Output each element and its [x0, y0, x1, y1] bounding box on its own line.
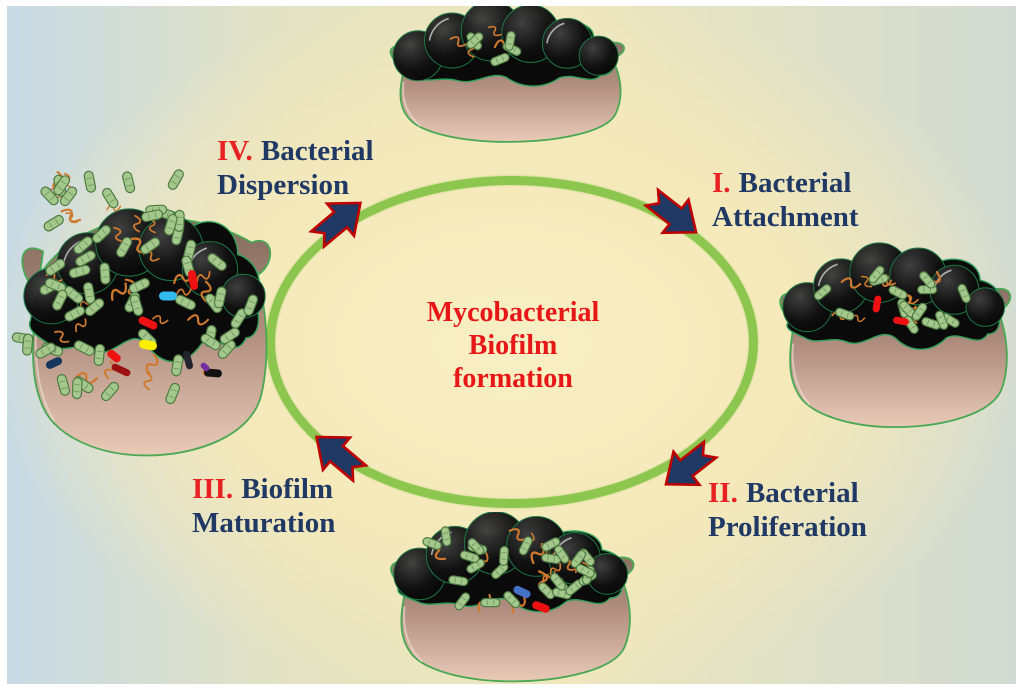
stage-label-line1: III.Biofilm	[192, 472, 335, 506]
stage-label-line1: IV.Bacterial	[217, 134, 374, 168]
figure-canvas: Mycobacterial Biofilm formation I.Bacter…	[7, 6, 1016, 684]
biofilm-illustration-dispersion	[7, 162, 285, 465]
stage-numeral: IV.	[217, 135, 253, 167]
stage-label-maturation: III.Biofilm Maturation	[192, 472, 335, 540]
cycle-arrow-icon-stage4	[297, 179, 381, 263]
cycle-arrow-icon-stage2	[646, 425, 730, 509]
stage-label-line2: Maturation	[192, 507, 336, 539]
stage-label-attachment: I.Bacterial Attachment	[712, 166, 859, 234]
biofilm-illustration-maturation	[376, 511, 648, 684]
cycle-arrow-icon-stage1	[632, 173, 716, 257]
title-line-3: formation	[453, 363, 573, 394]
stage-label-line2: Dispersion	[217, 169, 350, 201]
cycle-ring	[266, 176, 758, 508]
stage-word: Bacterial	[738, 167, 852, 199]
stage-word: Bacterial	[260, 135, 374, 167]
title-line-2: Biofilm	[468, 330, 558, 361]
stage-numeral: III.	[192, 473, 234, 505]
stage-label-dispersion: IV.Bacterial Dispersion	[217, 134, 374, 202]
biofilm-illustration-attachment	[376, 6, 638, 149]
stage-label-line1: I.Bacterial	[712, 166, 859, 200]
stage-numeral: I.	[712, 167, 731, 199]
stage-word: Bacterial	[745, 477, 859, 509]
stage-word: Biofilm	[241, 473, 334, 505]
biofilm-illustration-proliferation	[766, 238, 1016, 435]
cycle-arrow-icon-stage3	[296, 413, 380, 497]
stage-label-line1: II.Bacterial	[708, 476, 867, 510]
title-line-1: Mycobacterial	[426, 297, 600, 328]
stage-label-line2: Proliferation	[708, 511, 867, 543]
stage-label-proliferation: II.Bacterial Proliferation	[708, 476, 867, 544]
stage-numeral: II.	[708, 477, 738, 509]
cycle-title: Mycobacterial Biofilm formation	[353, 296, 673, 395]
stage-label-line2: Attachment	[712, 201, 859, 233]
